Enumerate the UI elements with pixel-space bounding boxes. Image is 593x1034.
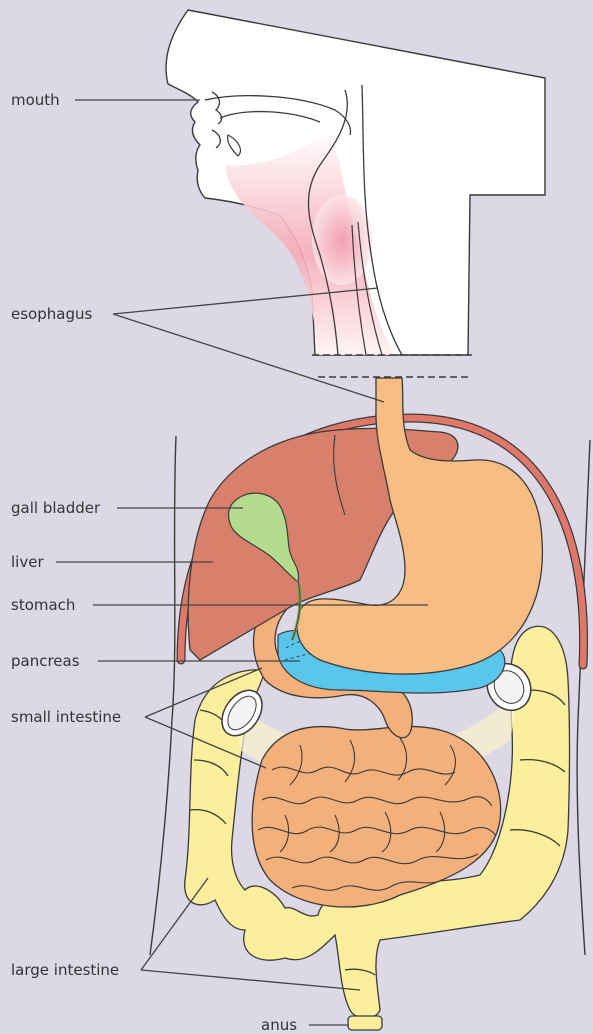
anus-shape <box>348 1016 382 1030</box>
label-large-intestine: large intestine <box>8 961 122 979</box>
head-profile <box>166 10 545 377</box>
label-stomach: stomach <box>8 596 78 614</box>
label-mouth: mouth <box>8 91 63 109</box>
label-gall-bladder: gall bladder <box>8 499 103 517</box>
label-pancreas: pancreas <box>8 652 83 670</box>
label-liver: liver <box>8 553 47 571</box>
label-anus: anus <box>258 1016 300 1034</box>
label-esophagus: esophagus <box>8 305 95 323</box>
label-small-intestine: small intestine <box>8 708 124 726</box>
